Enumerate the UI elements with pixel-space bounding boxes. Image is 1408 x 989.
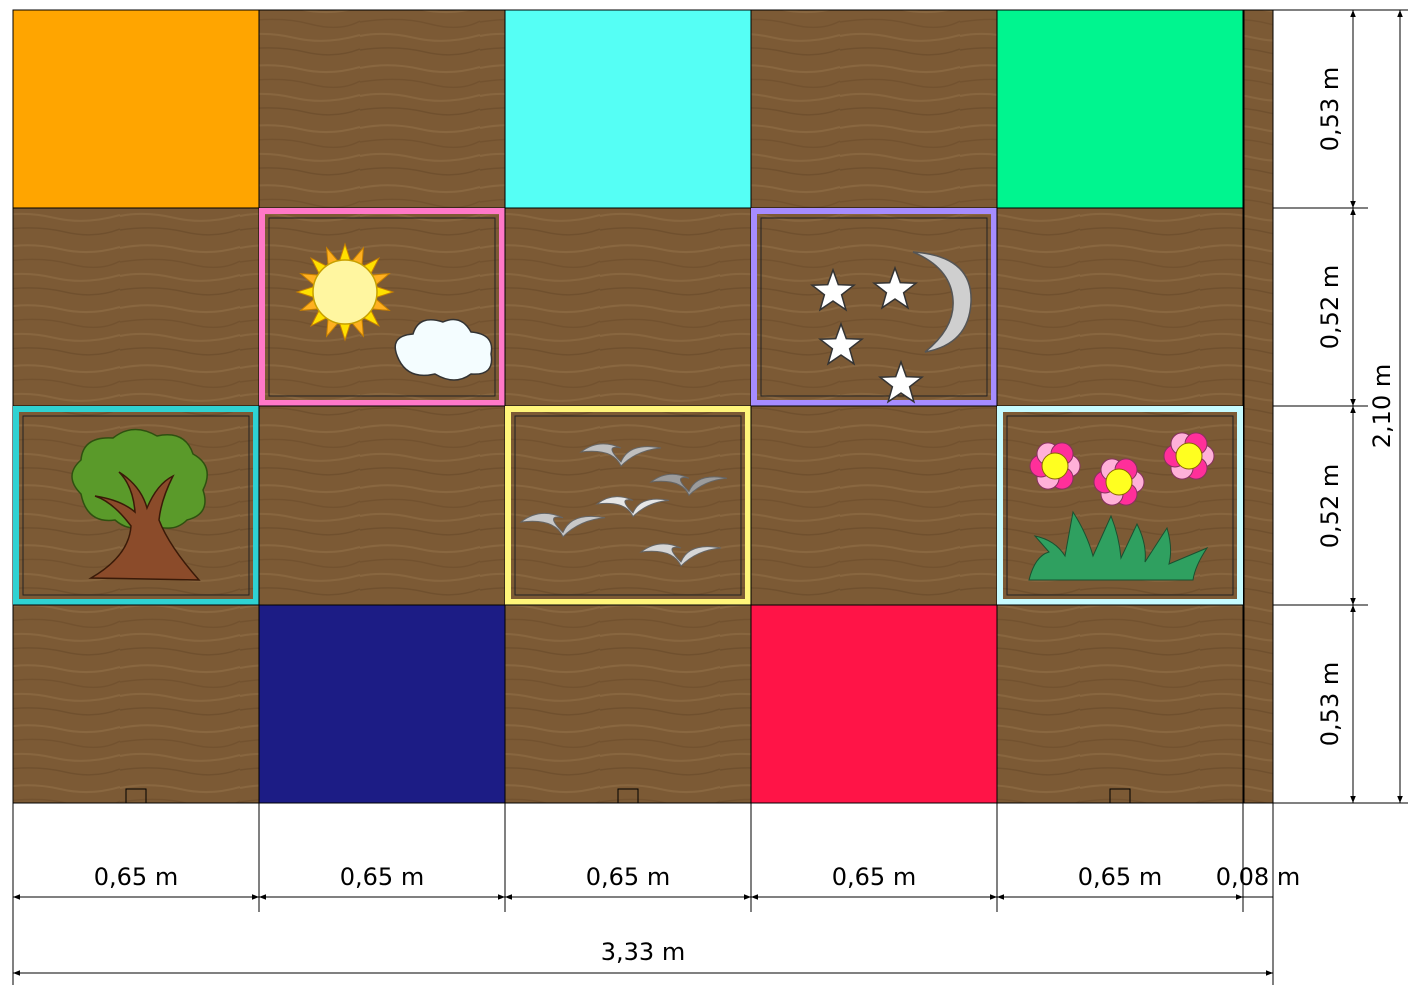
height-labels: 0,53 m 0,52 m 0,52 m 0,53 m 2,10 m xyxy=(1316,67,1396,746)
wood-panel xyxy=(996,207,1244,407)
width-label-2: 0,65 m xyxy=(340,863,424,891)
picture-inner-edge xyxy=(1006,415,1234,596)
width-labels: 0,65 m 0,65 m 0,65 m 0,65 m 0,65 m 0,08 … xyxy=(94,863,1300,966)
cell-r3-c0 xyxy=(12,604,260,804)
cell-r0-c1 xyxy=(258,9,506,209)
height-dimensions xyxy=(1273,9,1408,803)
wood-panel xyxy=(750,405,998,606)
color-panel xyxy=(258,604,506,804)
cell-r3-c1 xyxy=(258,604,506,804)
color-panel xyxy=(504,9,752,209)
cell-r1-c2 xyxy=(504,207,752,407)
side-strip xyxy=(1243,9,1274,804)
cell-r0-c2 xyxy=(504,9,752,209)
sun-cloud-icon xyxy=(295,242,493,381)
handle-notch xyxy=(125,788,147,804)
cell-r0-c4 xyxy=(996,9,1244,209)
color-panel xyxy=(996,9,1244,209)
width-dimensions xyxy=(12,802,1408,985)
wood-panel xyxy=(258,9,506,209)
cell-r3-c4 xyxy=(996,604,1244,804)
width-label-5: 0,65 m xyxy=(1078,863,1162,891)
cell-r2-c2 xyxy=(504,405,752,606)
cell-r1-c4 xyxy=(996,207,1244,407)
cell-r0-c0 xyxy=(12,9,260,209)
picture-inner-edge xyxy=(22,415,250,596)
color-panel xyxy=(12,9,260,209)
wood-panel xyxy=(996,604,1244,804)
picture-inner-edge xyxy=(760,217,988,397)
wood-panel xyxy=(258,405,506,606)
width-label-3: 0,65 m xyxy=(586,863,670,891)
wood-panel xyxy=(504,405,752,606)
cell-grid xyxy=(12,9,1244,804)
handle-notch xyxy=(1109,788,1131,804)
width-label-1: 0,65 m xyxy=(94,863,178,891)
flowers-icon xyxy=(1028,432,1215,581)
width-label-4: 0,65 m xyxy=(832,863,916,891)
total-width-label: 3,33 m xyxy=(601,938,685,966)
cell-r0-c3 xyxy=(750,9,998,209)
color-panel xyxy=(750,604,998,804)
cell-r1-c0 xyxy=(12,207,260,407)
height-label-1: 0,53 m xyxy=(1316,67,1344,151)
tree-icon xyxy=(71,428,208,581)
height-label-2: 0,52 m xyxy=(1316,265,1344,349)
wood-panel xyxy=(12,207,260,407)
wood-panel xyxy=(750,9,998,209)
total-height-label: 2,10 m xyxy=(1368,364,1396,448)
handle-notch xyxy=(617,788,639,804)
picture-inner-edge xyxy=(514,415,742,596)
wood-panel xyxy=(12,604,260,804)
width-label-side: 0,08 m xyxy=(1216,863,1300,891)
height-label-3: 0,52 m xyxy=(1316,464,1344,548)
birds-icon xyxy=(519,443,728,567)
picture-frame xyxy=(505,406,751,605)
height-label-4: 0,53 m xyxy=(1316,662,1344,746)
picture-frame xyxy=(751,208,997,406)
cell-r2-c1 xyxy=(258,405,506,606)
picture-frame xyxy=(13,406,259,605)
wood-panel xyxy=(504,207,752,407)
picture-inner-edge xyxy=(268,217,496,397)
picture-frame xyxy=(997,406,1243,605)
cell-r3-c2 xyxy=(504,604,752,804)
cell-r3-c3 xyxy=(750,604,998,804)
picture-frame xyxy=(259,208,505,406)
wood-panel xyxy=(504,604,752,804)
moon-stars-icon xyxy=(810,251,972,404)
cell-r2-c3 xyxy=(750,405,998,606)
